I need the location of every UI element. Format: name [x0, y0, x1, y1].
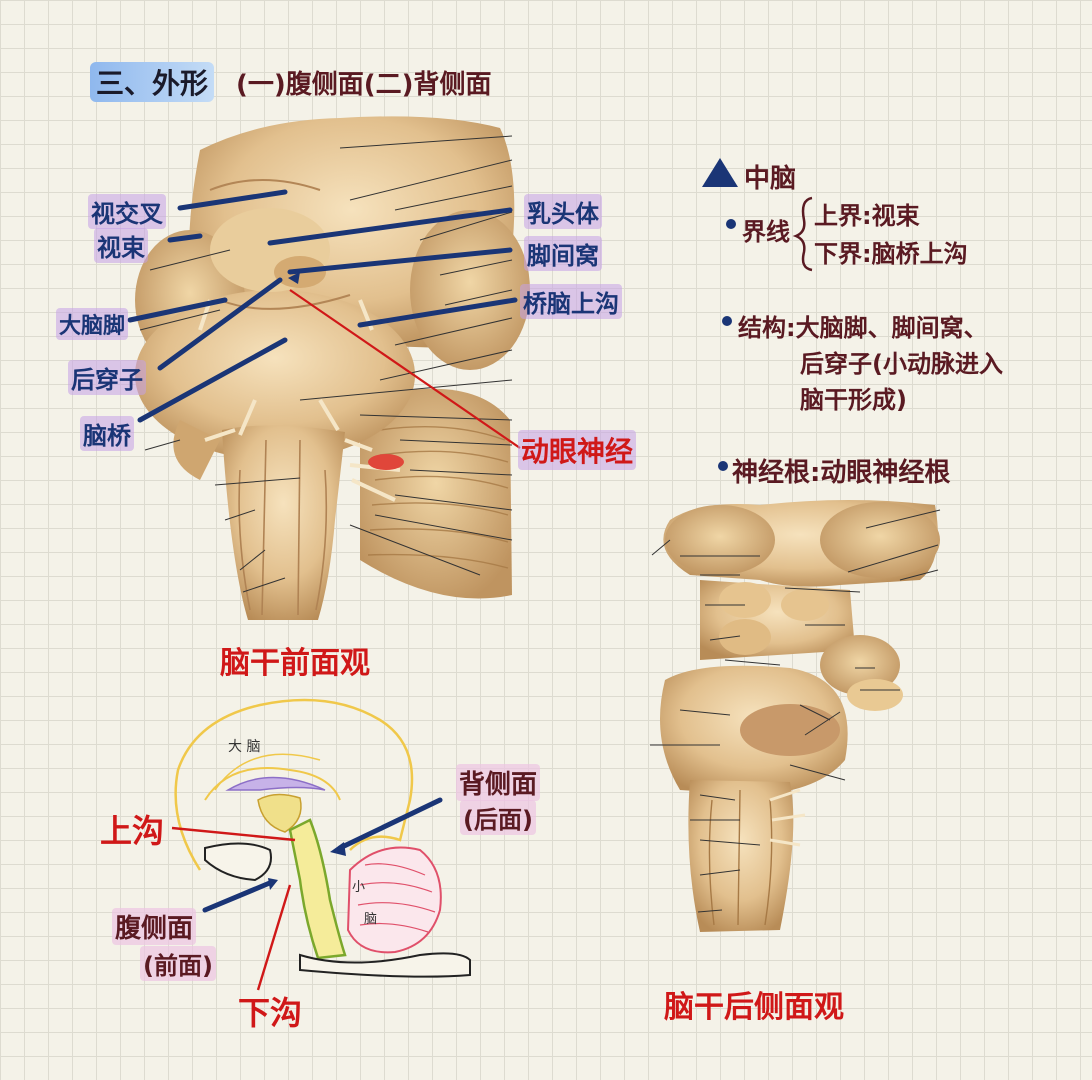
notes-heading: 中脑 [744, 164, 797, 194]
structure-line-3: 脑干形成) [800, 386, 907, 414]
label-optic-tract: 视束 [94, 228, 148, 263]
back-view-caption: 脑干后侧面观 [664, 990, 844, 1025]
section-title: 三、外形 [90, 62, 215, 102]
label-cerebral-peduncle: 大脑脚 [56, 308, 129, 340]
ventral-sub-label: (前面) [140, 946, 216, 981]
label-posterior-perforated: 后穿子 [68, 360, 146, 395]
structure-line-1: 结构:大脑脚、脚间窝、 [738, 314, 988, 342]
lower-groove-label: 下沟 [238, 994, 303, 1032]
sketch-cerebellum-label-1: 小 [352, 880, 366, 895]
sketch-cerebellum-label-2: 脑 [364, 912, 378, 927]
structure-line-2: 后穿子(小动脉进入 [800, 350, 1003, 378]
lower-bound: 下界:脑桥上沟 [814, 240, 968, 268]
upper-groove-label: 上沟 [100, 812, 165, 850]
sketch-cerebrum-label: 大 脑 [228, 739, 261, 755]
bullet-dot-icon [718, 461, 728, 471]
ventral-label: 腹侧面 [112, 908, 197, 945]
front-view-caption: 脑干前面观 [220, 646, 370, 681]
bullet-dot-icon [726, 219, 736, 229]
section-subtitle: (一)腹侧面(二)背侧面 [236, 70, 492, 100]
upper-bound: 上界:视束 [814, 202, 920, 230]
label-optic-chiasm: 视交叉 [88, 194, 166, 229]
label-pontine-sulcus: 桥脑上沟 [520, 284, 622, 319]
brace-icon [792, 196, 813, 272]
dorsal-sub-label: (后面) [460, 800, 536, 835]
boundary-label: 界线 [742, 218, 790, 246]
bullet-dot-icon [722, 316, 732, 326]
label-interpeduncular-fossa: 脚间窝 [524, 236, 602, 271]
triangle-bullet-icon [702, 158, 738, 187]
dorsal-label: 背侧面 [456, 764, 541, 801]
label-mammillary-body: 乳头体 [524, 194, 602, 229]
nerve-root: 神经根:动眼神经根 [732, 458, 951, 488]
label-oculomotor-nerve: 动眼神经 [518, 430, 637, 470]
label-pons: 脑桥 [80, 416, 134, 451]
